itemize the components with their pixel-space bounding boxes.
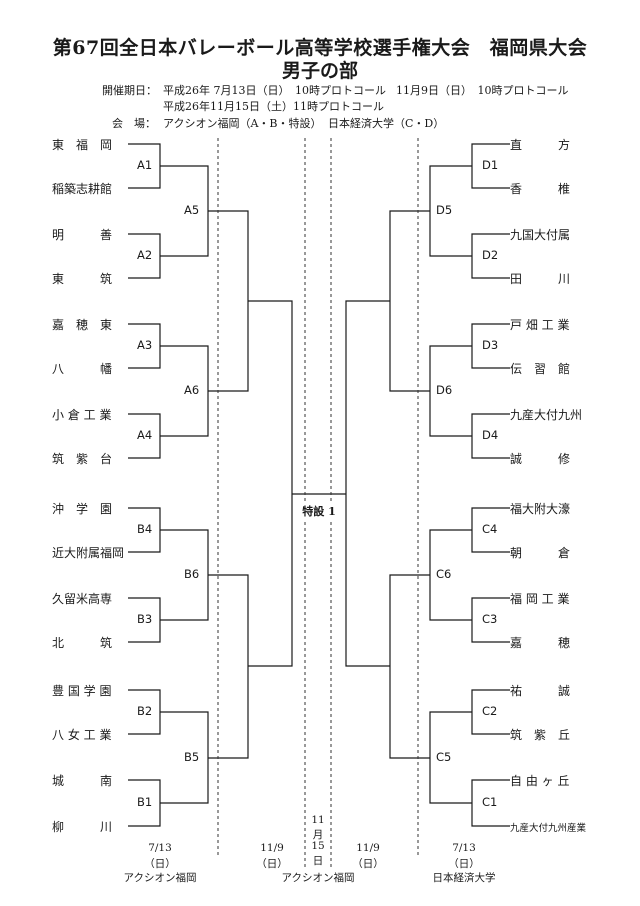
match-label-a2: A2 — [137, 248, 153, 262]
team-right: 九産大付九州 — [510, 408, 583, 422]
footer-final-month: 月 — [312, 829, 324, 841]
bracket-line — [208, 574, 249, 759]
match-label-a5: A5 — [184, 203, 200, 217]
team-right: 福 岡 工 業 — [510, 592, 570, 606]
date-2: 11月9日（日） 10時プロトコール — [396, 84, 569, 97]
venue-2: 日本経済大学（C・D） — [328, 117, 445, 130]
footer-final-month-num: 11 — [311, 814, 325, 826]
match-label-d2: D2 — [482, 248, 499, 262]
team-left: 明 善 — [52, 228, 113, 242]
footer-date-3: 11/9 — [356, 842, 380, 854]
page-title: 第67回全日本バレーボール高等学校選手権大会 福岡県大会 — [52, 37, 588, 59]
footer-day-4: （日） — [448, 858, 480, 870]
team-right: 戸 畑 工 業 — [510, 318, 570, 332]
team-left: 八 女 工 業 — [52, 728, 112, 742]
match-label-d3: D3 — [482, 338, 499, 352]
team-right: 自 由 ヶ 丘 — [510, 774, 570, 788]
match-label-d5: D5 — [436, 203, 453, 217]
team-left: 稲築志耕館 — [52, 182, 113, 196]
match-label-c2: C2 — [482, 704, 498, 718]
team-left: 沖 学 園 — [52, 502, 113, 516]
footer-date-4: 7/13 — [452, 842, 476, 854]
team-left: 東 福 岡 — [52, 138, 113, 152]
team-right: 田 川 — [510, 272, 571, 286]
match-label-a4: A4 — [137, 428, 153, 442]
match-label-c4: C4 — [482, 522, 498, 536]
match-label-c1: C1 — [482, 795, 498, 809]
team-right: 誠 修 — [510, 452, 571, 466]
bracket-line — [389, 574, 430, 759]
team-left: 久留米高専 — [52, 592, 113, 606]
team-left: 近大附属福岡 — [52, 546, 125, 560]
footer-venue-4: 日本経済大学 — [432, 872, 496, 884]
team-right: 直 方 — [510, 138, 571, 152]
date-3: 平成26年11月15日（土）11時プロトコール — [163, 100, 384, 113]
footer-date-2: 11/9 — [260, 842, 284, 854]
match-label-b5: B5 — [184, 750, 200, 764]
dates-label: 開催期日： — [102, 84, 157, 97]
page-subtitle: 男子の部 — [281, 60, 358, 82]
match-label-a1: A1 — [137, 158, 153, 172]
team-right: 朝 倉 — [510, 546, 571, 560]
match-label-a3: A3 — [137, 338, 153, 352]
team-left: 東 筑 — [52, 272, 113, 286]
match-label-b4: B4 — [137, 522, 153, 536]
team-left: 北 筑 — [52, 636, 113, 650]
match-label-b2: B2 — [137, 704, 153, 718]
match-label-d6: D6 — [436, 383, 453, 397]
team-right: 香 椎 — [510, 182, 571, 196]
match-label-b1: B1 — [137, 795, 153, 809]
bracket-line — [208, 210, 249, 392]
team-right: 筑 紫 丘 — [510, 728, 571, 742]
footer-final-day: 日 — [312, 855, 324, 867]
footer-date-1: 7/13 — [148, 842, 172, 854]
footer-final-day-num: 15 — [311, 840, 325, 852]
match-label-b3: B3 — [137, 612, 153, 626]
footer-day-2: （日） — [256, 858, 288, 870]
team-left: 城 南 — [52, 774, 113, 788]
bracket-line — [345, 300, 390, 667]
team-left: 筑 紫 台 — [52, 452, 113, 466]
team-left: 八 幡 — [52, 362, 113, 376]
match-label-d4: D4 — [482, 428, 499, 442]
footer-day-1: （日） — [144, 858, 176, 870]
team-left: 柳 川 — [52, 820, 113, 834]
team-right: 祐 誠 — [510, 684, 571, 698]
bracket-line — [389, 210, 430, 392]
venue-1: アクシオン福岡（A・B・特設） — [163, 117, 322, 130]
bracket-line — [248, 300, 293, 667]
team-right: 福大附大濠 — [510, 502, 571, 516]
venue-label: 会 場： — [112, 117, 156, 130]
match-label-d1: D1 — [482, 158, 499, 172]
match-label-c3: C3 — [482, 612, 498, 626]
team-left: 豊 国 学 園 — [52, 684, 112, 698]
footer-center-venue: アクシオン福岡 — [281, 872, 355, 884]
team-right: 九産大付九州産業 — [510, 823, 587, 834]
match-label-a6: A6 — [184, 383, 200, 397]
match-label-b6: B6 — [184, 567, 200, 581]
final-match-label: 特設 1 — [297, 503, 341, 519]
match-label-c6: C6 — [436, 567, 452, 581]
team-right: 伝 習 館 — [510, 362, 571, 376]
match-label-c5: C5 — [436, 750, 452, 764]
footer-day-3: （日） — [352, 858, 384, 870]
team-right: 九国大付属 — [510, 228, 571, 242]
team-left: 嘉 穂 東 — [52, 318, 113, 332]
team-left: 小 倉 工 業 — [52, 408, 112, 422]
team-right: 嘉 穂 — [510, 636, 571, 650]
date-1: 平成26年 7月13日（日） 10時プロトコール — [163, 84, 386, 97]
footer-venue-1: アクシオン福岡 — [123, 872, 197, 884]
